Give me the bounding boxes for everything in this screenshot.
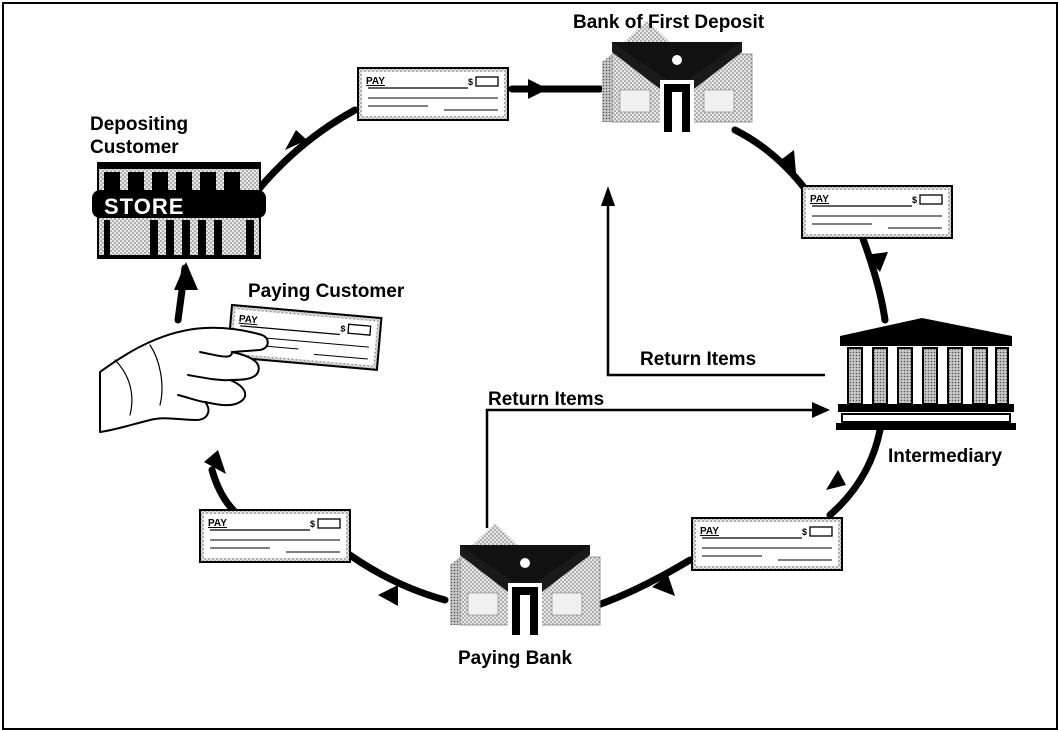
return-items-upper-label: Return Items bbox=[640, 349, 756, 370]
arc-check3-to-payingbank bbox=[594, 556, 694, 609]
arrowhead-icon bbox=[826, 470, 846, 490]
arc-store-to-check bbox=[254, 106, 359, 194]
paying-customer-label: Paying Customer bbox=[248, 281, 405, 302]
check-icon: PAY $ bbox=[691, 517, 843, 571]
arrowhead-icon bbox=[528, 79, 548, 99]
depositing-customer-label-line2: Customer bbox=[90, 137, 179, 158]
paying-customer: PAY $ Paying Customer bbox=[99, 281, 405, 433]
depositing-customer: STORE Depositing Customer bbox=[90, 114, 266, 259]
arrowhead-icon bbox=[652, 575, 675, 596]
svg-text:PAY: PAY bbox=[208, 518, 227, 529]
hand-holding-check-icon bbox=[99, 326, 269, 433]
intermediary: Intermediary bbox=[836, 318, 1016, 467]
svg-text:PAY: PAY bbox=[238, 314, 258, 327]
arc-bofd-to-check2 bbox=[731, 126, 810, 194]
svg-text:PAY: PAY bbox=[366, 76, 385, 87]
check-icon: PAY $ bbox=[199, 509, 351, 563]
return-items-lower-label: Return Items bbox=[488, 389, 604, 410]
check-icon: PAY $ bbox=[357, 67, 509, 121]
arrowhead-icon bbox=[778, 150, 796, 173]
paying-bank: Paying Bank bbox=[449, 522, 601, 669]
arc-check2-to-intermediary bbox=[858, 232, 889, 324]
svg-text:PAY: PAY bbox=[700, 526, 719, 537]
bank-of-first-deposit: Bank of First Deposit bbox=[573, 12, 765, 133]
return-items-upper: Return Items bbox=[601, 186, 825, 377]
intermediary-label: Intermediary bbox=[888, 446, 1002, 467]
arrowhead-right-icon bbox=[812, 402, 830, 418]
arrowhead-icon bbox=[204, 450, 226, 474]
bank-of-first-deposit-label: Bank of First Deposit bbox=[573, 12, 765, 33]
storefront-icon: STORE bbox=[92, 162, 266, 259]
return-items-lower: Return Items bbox=[485, 389, 830, 528]
svg-text:$: $ bbox=[912, 195, 917, 205]
arrowhead-up-icon bbox=[601, 186, 615, 206]
svg-text:$: $ bbox=[802, 527, 807, 537]
svg-text:$: $ bbox=[468, 77, 473, 87]
arc-intermediary-to-check3 bbox=[826, 426, 884, 519]
columned-building-icon bbox=[836, 318, 1016, 430]
svg-text:$: $ bbox=[310, 519, 315, 529]
flow-arrowheads bbox=[174, 79, 888, 606]
check-icon: PAY $ bbox=[801, 185, 953, 239]
store-sign: STORE bbox=[104, 194, 184, 219]
svg-text:$: $ bbox=[340, 324, 346, 334]
depositing-customer-label-line1: Depositing bbox=[90, 114, 188, 135]
paying-bank-label: Paying Bank bbox=[458, 648, 572, 669]
check-icon: PAY $ bbox=[226, 304, 383, 371]
svg-text:PAY: PAY bbox=[810, 194, 829, 205]
house-bank-icon bbox=[601, 19, 753, 133]
arrowhead-icon bbox=[378, 585, 398, 606]
house-bank-icon bbox=[449, 522, 601, 636]
arrowhead-icon bbox=[865, 252, 888, 272]
arrowhead-icon bbox=[285, 130, 307, 150]
arrowhead-icon bbox=[174, 262, 198, 290]
